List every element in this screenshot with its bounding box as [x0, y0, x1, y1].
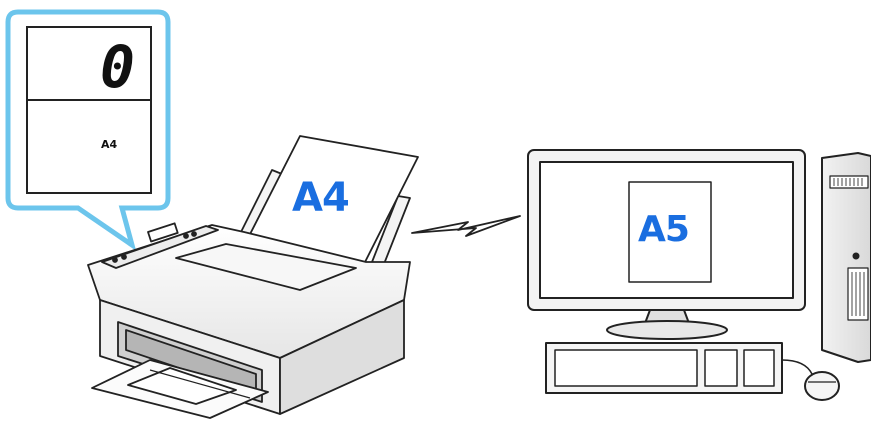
lcd-paper-size: A4 [101, 138, 117, 151]
computer [528, 150, 871, 400]
mouse [805, 372, 839, 400]
lcd-callout [8, 12, 168, 245]
wireless-signal-icon [412, 216, 520, 236]
lcd-copy-count: 0 [100, 38, 135, 96]
printer-paper-size-label: A4 [292, 178, 349, 218]
screen-paper-size-label: A5 [638, 212, 689, 248]
